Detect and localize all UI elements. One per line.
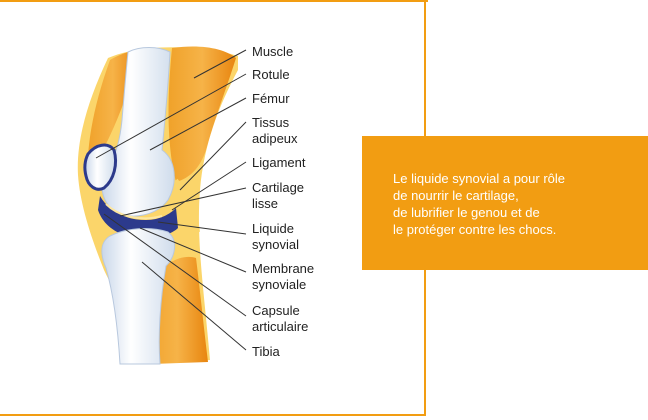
label-ligament: Ligament	[252, 155, 306, 170]
label-rotule: Rotule	[252, 67, 290, 82]
label-capsule-articulaire: Capsule articulaire	[252, 303, 309, 334]
frame-top-border	[0, 0, 428, 2]
label-femur: Fémur	[252, 91, 290, 106]
label-tibia: Tibia	[252, 344, 280, 359]
leader-lines	[95, 49, 247, 351]
cartilage-line	[105, 203, 163, 220]
thigh-muscle	[168, 46, 236, 182]
synovial-cavity	[98, 196, 178, 238]
label-membrane-synoviale: Membrane synoviale	[252, 261, 315, 292]
label-cartilage-lisse: Cartilage lisse	[252, 180, 305, 211]
femur-bone	[101, 47, 175, 217]
tibia-bone	[101, 228, 175, 365]
patella-bone	[83, 143, 118, 191]
label-tissus-adipeux: Tissus adipeux	[252, 115, 298, 146]
label-muscle: Muscle	[252, 44, 294, 59]
synovial-info-box: Le liquide synovial a pour rôle de nourr…	[362, 136, 648, 270]
label-liquide-synovial: Liquide synovial	[252, 221, 299, 252]
